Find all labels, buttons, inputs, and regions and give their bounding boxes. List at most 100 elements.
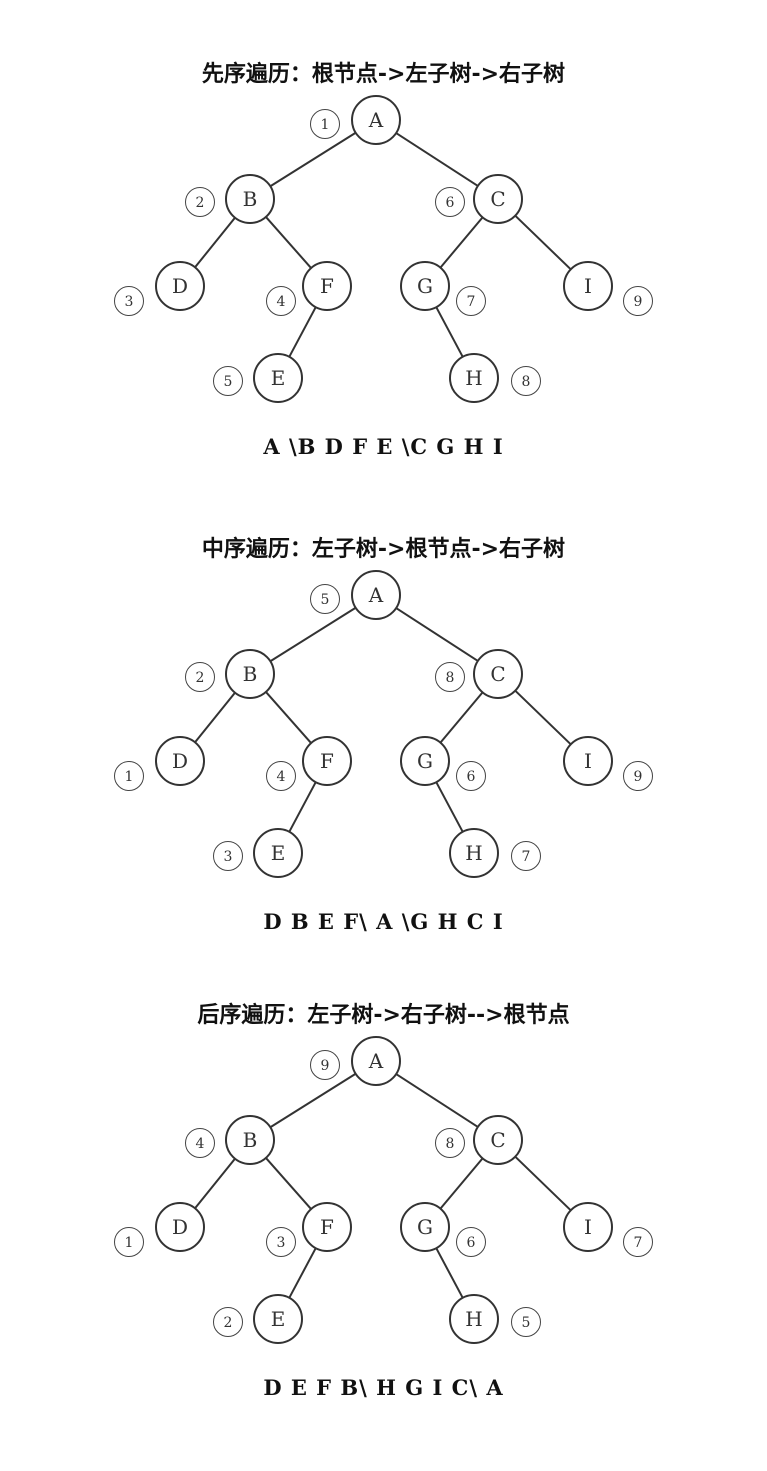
order-number: 5	[522, 1315, 531, 1331]
edge-B-D	[194, 217, 236, 268]
badge-circle	[310, 109, 340, 139]
node-circle	[253, 353, 303, 403]
node-circle	[449, 1294, 499, 1344]
node-circle	[225, 1115, 275, 1165]
node-G: G	[400, 736, 450, 786]
node-circle	[351, 570, 401, 620]
node-label: D	[172, 274, 188, 298]
node-label: F	[320, 749, 334, 773]
order-number: 7	[467, 294, 476, 310]
order-badge-E: 2	[213, 1307, 243, 1337]
node-label: B	[243, 1128, 258, 1152]
order-badge-F: 4	[266, 286, 296, 316]
node-label: F	[320, 274, 334, 298]
node-circle	[225, 174, 275, 224]
order-badge-C: 8	[435, 1128, 465, 1158]
node-circle	[302, 1202, 352, 1252]
order-badge-D: 3	[114, 286, 144, 316]
edge-C-G	[439, 691, 484, 744]
edge-A-C	[395, 132, 479, 187]
order-badge-E: 5	[213, 366, 243, 396]
node-H: H	[449, 828, 499, 878]
order-number: 3	[224, 849, 233, 865]
node-B: B	[225, 174, 275, 224]
badge-circle	[435, 1128, 465, 1158]
badge-circle	[511, 1307, 541, 1337]
node-circle	[155, 736, 205, 786]
order-number: 2	[196, 670, 205, 686]
order-badge-A: 9	[310, 1050, 340, 1080]
node-A: A	[351, 1036, 401, 1086]
order-badge-E: 3	[213, 841, 243, 871]
node-I: I	[563, 1202, 613, 1252]
node-F: F	[302, 1202, 352, 1252]
panel-title: 中序遍历：左子树->根节点->右子树	[201, 537, 566, 562]
node-H: H	[449, 1294, 499, 1344]
edge-F-E	[288, 1247, 317, 1299]
order-badge-B: 2	[185, 187, 215, 217]
order-badge-C: 6	[435, 187, 465, 217]
order-badge-B: 4	[185, 1128, 215, 1158]
node-A: A	[351, 95, 401, 145]
edge-C-G	[439, 1157, 484, 1210]
edge-B-F	[265, 691, 312, 744]
traversal-result: D B E F\ A \G H C I	[263, 909, 504, 934]
order-badge-A: 1	[310, 109, 340, 139]
node-E: E	[253, 828, 303, 878]
node-circle	[400, 261, 450, 311]
badge-circle	[266, 286, 296, 316]
order-badge-A: 5	[310, 584, 340, 614]
edge-A-B	[269, 131, 357, 188]
badge-circle	[266, 761, 296, 791]
edge-A-C	[395, 1073, 479, 1128]
node-circle	[563, 261, 613, 311]
order-badge-C: 8	[435, 662, 465, 692]
node-label: G	[417, 274, 433, 298]
edge-B-F	[265, 216, 312, 269]
node-circle	[302, 736, 352, 786]
node-circle	[351, 95, 401, 145]
node-I: I	[563, 261, 613, 311]
node-circle	[473, 649, 523, 699]
order-number: 9	[634, 294, 643, 310]
edge-A-B	[269, 606, 357, 663]
edge-A-C	[395, 607, 479, 662]
badge-circle	[623, 761, 653, 791]
order-badge-I: 9	[623, 761, 653, 791]
badge-circle	[114, 286, 144, 316]
order-number: 1	[321, 117, 330, 133]
node-label: H	[465, 366, 482, 390]
badge-circle	[623, 286, 653, 316]
edge-A-B	[269, 1072, 357, 1129]
order-number: 7	[522, 849, 531, 865]
badge-circle	[435, 662, 465, 692]
badge-circle	[213, 841, 243, 871]
order-badge-D: 1	[114, 761, 144, 791]
order-number: 1	[125, 769, 134, 785]
order-badge-H: 5	[511, 1307, 541, 1337]
order-number: 8	[522, 374, 531, 390]
badge-circle	[456, 761, 486, 791]
badge-circle	[185, 662, 215, 692]
node-C: C	[473, 1115, 523, 1165]
node-circle	[473, 174, 523, 224]
order-number: 8	[446, 1136, 455, 1152]
node-label: B	[243, 662, 258, 686]
node-circle	[351, 1036, 401, 1086]
node-circle	[302, 261, 352, 311]
node-label: A	[368, 1049, 384, 1073]
edge-C-I	[514, 214, 572, 271]
badge-circle	[511, 366, 541, 396]
order-number: 8	[446, 670, 455, 686]
node-E: E	[253, 353, 303, 403]
edge-F-E	[288, 781, 317, 833]
edge-G-H	[435, 306, 464, 358]
node-label: E	[271, 366, 286, 390]
node-circle	[225, 649, 275, 699]
node-circle	[473, 1115, 523, 1165]
order-number: 7	[634, 1235, 643, 1251]
order-number: 4	[277, 769, 286, 785]
